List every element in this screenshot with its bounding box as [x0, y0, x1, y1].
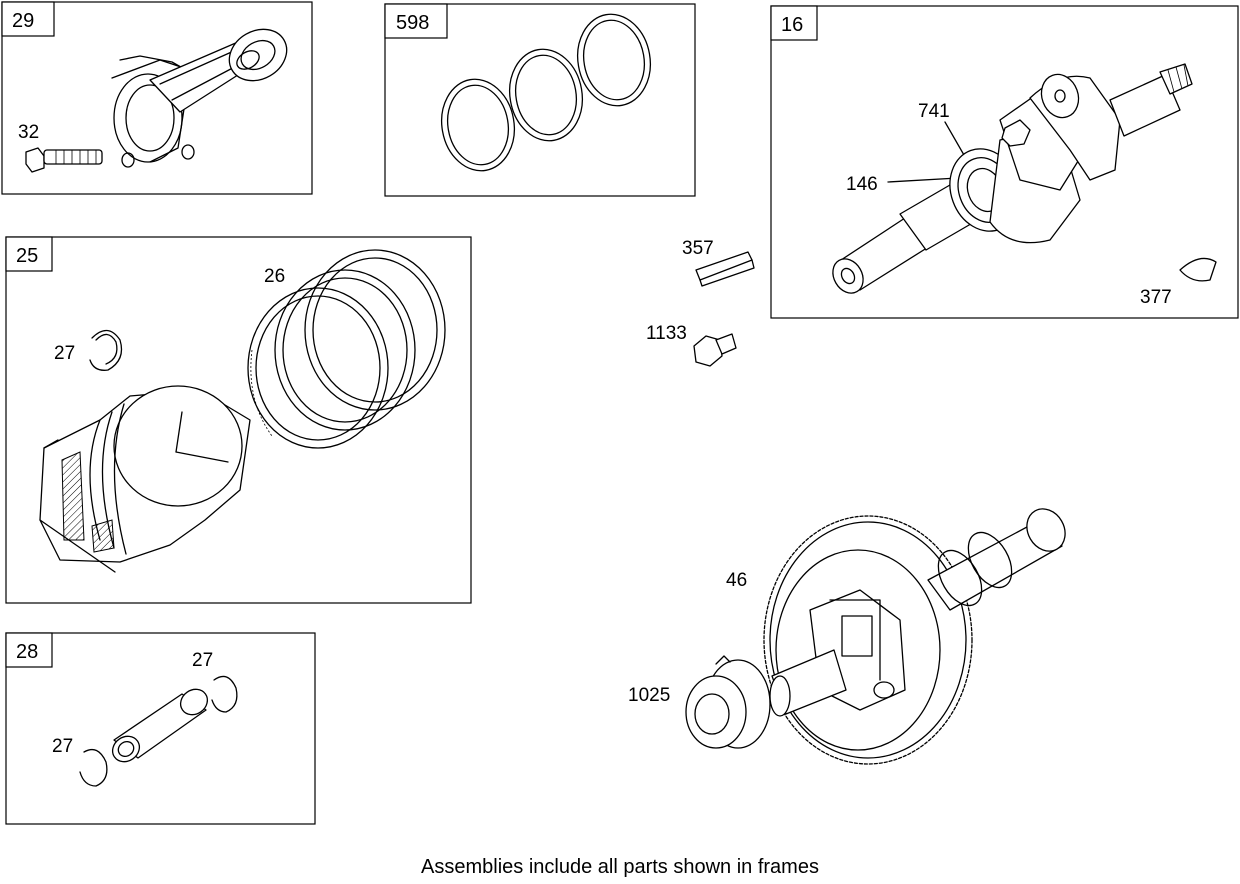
frame-598-rings: 598	[384, 3, 696, 197]
callout-46: 46	[726, 570, 747, 591]
callout-1133: 1133	[646, 323, 687, 344]
frame-28-tag: 28	[16, 641, 38, 663]
frame-598-tag: 598	[396, 12, 429, 34]
bushing-1025: 1025	[628, 655, 771, 749]
camshaft-46: 46	[726, 508, 1066, 765]
frame-29-tag: 29	[12, 10, 34, 32]
frame-25-tag: 25	[16, 245, 38, 267]
frame-16-crankshaft: 16 741 146 377	[770, 5, 1239, 319]
piston-clip-drawing	[89, 329, 123, 371]
callout-27-top: 27	[192, 650, 213, 671]
piston-pin-drawing	[111, 688, 209, 763]
bolt-1133: 1133	[646, 323, 737, 367]
ring-set-drawing	[441, 13, 651, 172]
frame-29-connecting-rod: 29 32	[1, 1, 313, 195]
connecting-rod-drawing	[111, 28, 288, 168]
pin-clip-top-drawing	[211, 675, 238, 713]
callout-146: 146	[846, 174, 878, 195]
piston-drawing	[39, 385, 251, 573]
callout-741: 741	[918, 101, 950, 122]
camshaft-drawing	[769, 508, 1066, 717]
diagram-caption: Assemblies include all parts shown in fr…	[421, 856, 819, 878]
callout-27-bottom: 27	[52, 736, 73, 757]
cam-gear-drawing	[763, 515, 973, 765]
callout-377: 377	[1140, 287, 1172, 308]
frame-28-piston-pin: 28 27 27	[5, 632, 316, 825]
key-357: 357	[682, 238, 755, 287]
frame-25-piston: 25 26 27	[5, 236, 472, 604]
pin-clip-bottom-drawing	[79, 748, 108, 787]
callout-357: 357	[682, 238, 714, 259]
callout-26: 26	[264, 266, 285, 287]
key-377-drawing	[1179, 257, 1217, 282]
callout-32: 32	[18, 122, 39, 143]
callout-27: 27	[54, 343, 75, 364]
frame-16-tag: 16	[781, 14, 803, 36]
callout-1025: 1025	[628, 685, 670, 706]
crankshaft-drawing	[832, 63, 1193, 294]
piston-rings-drawing	[247, 249, 446, 449]
bolt-32-drawing	[25, 147, 103, 173]
